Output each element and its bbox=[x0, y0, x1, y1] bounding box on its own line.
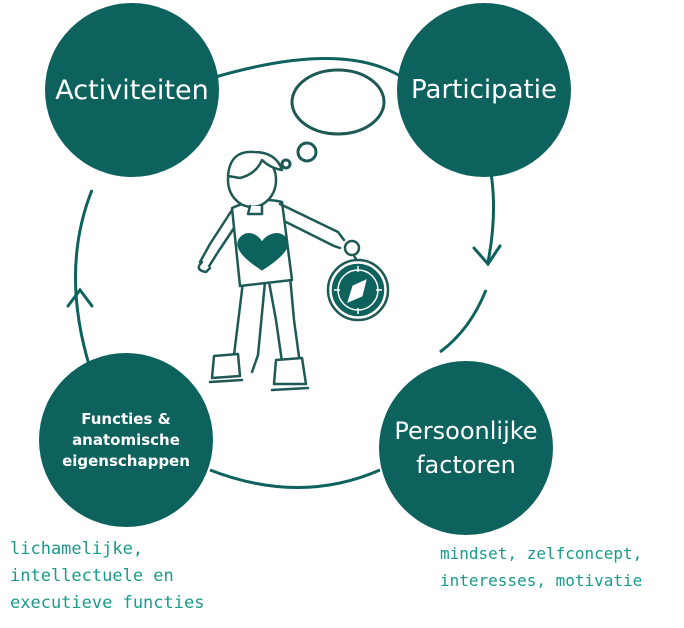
compass-icon bbox=[326, 239, 390, 322]
node-persoonlijk bbox=[379, 361, 553, 535]
ring-arc-bottom bbox=[209, 468, 381, 489]
node-label-persoonlijk: Persoonlijke factoren bbox=[394, 417, 538, 479]
ring-arc-left bbox=[74, 189, 94, 369]
node-label-participatie: Participatie bbox=[411, 75, 557, 105]
node-label-functies: Functies & anatomische eigenschappen bbox=[62, 409, 190, 470]
ring-arc-top bbox=[211, 57, 401, 80]
heart-icon bbox=[237, 233, 289, 271]
node-activiteiten bbox=[45, 3, 219, 177]
node-functies bbox=[39, 353, 213, 527]
arrow-up-icon bbox=[66, 287, 94, 308]
thought-bubble-icon bbox=[280, 68, 386, 170]
node-label-activiteiten: Activiteiten bbox=[55, 74, 209, 106]
node-participatie bbox=[397, 3, 571, 177]
ring-arc-right-lower bbox=[439, 289, 488, 354]
child-figure-icon bbox=[197, 150, 346, 392]
caption-persoonlijk: mindset, zelfconcept, interesses, motiva… bbox=[440, 544, 643, 590]
arrow-down-icon bbox=[472, 244, 502, 267]
caption-functies: lichamelijke, intellectuele en executiev… bbox=[10, 539, 205, 613]
